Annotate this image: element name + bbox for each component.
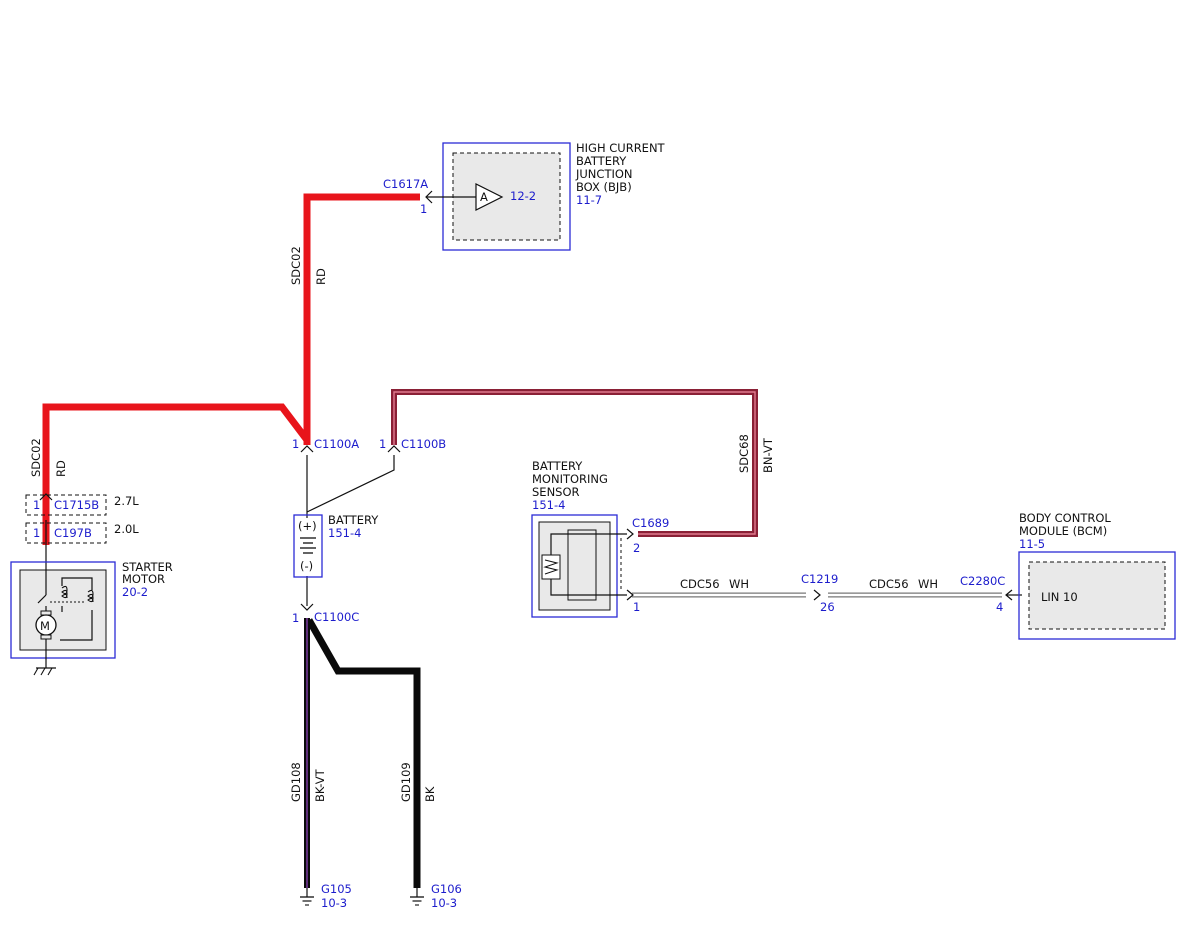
wire-sdc02-bjb[interactable] [303,193,420,445]
bms-name-line-1: BATTERY [532,459,583,473]
c1100b-pin-arrow [387,445,401,453]
starter-component[interactable]: M [10,561,116,660]
bcm-name-line-1: BODY CONTROL [1019,511,1111,525]
sdc68-circuit: SDC68 [737,434,751,473]
bms-component[interactable] [531,514,627,618]
g105-ground-icon [300,888,314,906]
c1100c-pin: 1 [292,611,299,625]
battery-symbol [300,537,316,554]
c1617a-id[interactable]: C1617A [383,177,428,191]
g105-ref[interactable]: 10-3 [321,896,347,910]
c1689-id[interactable]: C1689 [632,516,669,530]
bjb-name-line-2: BATTERY [576,154,627,168]
bjb-name-line-3: JUNCTION [575,167,633,181]
g105-id[interactable]: G105 [321,882,352,896]
c1715b-connector[interactable]: 1 C1715B [25,494,107,516]
gd108-circuit: GD108 [289,762,303,802]
wire-sdc68[interactable] [391,389,758,537]
starter-name-line-2: MOTOR [122,572,165,586]
bms-ref[interactable]: 151-4 [532,498,565,512]
bcm-component[interactable]: LIN 10 [1018,551,1176,640]
battery-name: BATTERY [328,513,379,527]
cdc56-b-color: WH [918,577,938,591]
c1689-pin-2: 2 [633,541,640,555]
starter-solenoid-symbol [37,565,94,641]
c1689-pin-1: 1 [633,600,640,614]
c1100b-id[interactable]: C1100B [401,437,446,451]
bms-name-line-2: MONITORING [532,472,608,486]
g106-id[interactable]: G106 [431,882,462,896]
cdc56-a-circuit: CDC56 [680,577,720,591]
bcm-pin-label: LIN 10 [1041,590,1078,604]
bjb-name-line-4: BOX (BJB) [576,180,632,194]
sdc02-starter-color: RD [54,460,68,477]
bjb-name-line-1: HIGH CURRENT [576,141,666,155]
wire-gd109[interactable] [305,618,421,888]
starter-name-line-1: STARTER [122,560,173,574]
c1689-pin1-arrow [626,589,634,601]
c1715b-variant: 2.7L [114,494,139,508]
gd109-color: BK [423,786,437,802]
c1219-pin: 26 [820,600,835,614]
c1100c-id[interactable]: C1100C [314,610,359,624]
cdc56-b-circuit: CDC56 [869,577,909,591]
starter-pin-arrow [39,493,53,501]
wire-battery-plus-to-c1100b [306,455,395,513]
sdc02-bjb-circuit: SDC02 [289,246,303,285]
c197b-connector[interactable]: 1 C197B [25,522,107,544]
g106-ground-icon [410,888,424,906]
bjb-buffer-label: A [480,190,488,204]
bjb-buffer-symbol [475,183,504,211]
bcm-ref[interactable]: 11-5 [1019,537,1045,551]
battery-component[interactable]: (+) (-) [293,514,323,578]
gd108-color: BK-VT [313,768,327,802]
bjb-component[interactable]: A 12-2 [426,142,571,251]
c1617a-pin: 1 [420,202,427,216]
c197b-id[interactable]: C197B [54,526,92,540]
c2280c-pin: 4 [996,600,1003,614]
sdc68-color: BN-VT [761,437,775,473]
c1100a-pin-arrow [300,445,314,453]
g106-ref[interactable]: 10-3 [431,896,457,910]
cdc56-a-color: WH [729,577,749,591]
bjb-internal-ref[interactable]: 12-2 [510,189,536,203]
battery-plus-label: (+) [298,519,317,533]
battery-minus-label: (-) [300,559,313,573]
c1100a-id[interactable]: C1100A [314,437,359,451]
c2280c-id[interactable]: C2280C [960,574,1005,588]
c1100a-pin: 1 [292,437,299,451]
bms-internal-symbol [541,529,627,601]
sdc02-starter-circuit: SDC02 [29,438,43,477]
c197b-pin: 1 [33,526,40,540]
c1715b-id[interactable]: C1715B [54,498,99,512]
c1689-pin2-arrow [626,528,634,540]
c1100b-pin: 1 [379,437,386,451]
c197b-variant: 2.0L [114,522,139,536]
bcm-name-line-2: MODULE (BCM) [1019,524,1107,538]
gd109-circuit: GD109 [399,762,413,802]
c1715b-pin: 1 [33,498,40,512]
wire-sdc02-starter[interactable] [42,403,310,545]
bjb-ref[interactable]: 11-7 [576,193,602,207]
svg-text:M: M [40,619,50,633]
battery-ref[interactable]: 151-4 [328,526,361,540]
c1100c-pin-arrow [300,603,314,611]
c1219-id[interactable]: C1219 [801,572,838,586]
sdc02-bjb-color: RD [314,268,328,285]
starter-motor-symbol: M [35,610,57,660]
starter-ground-icon [33,660,56,676]
bms-name-line-3: SENSOR [532,485,580,499]
c1219-arrow [813,589,821,601]
starter-ref[interactable]: 20-2 [122,585,148,599]
